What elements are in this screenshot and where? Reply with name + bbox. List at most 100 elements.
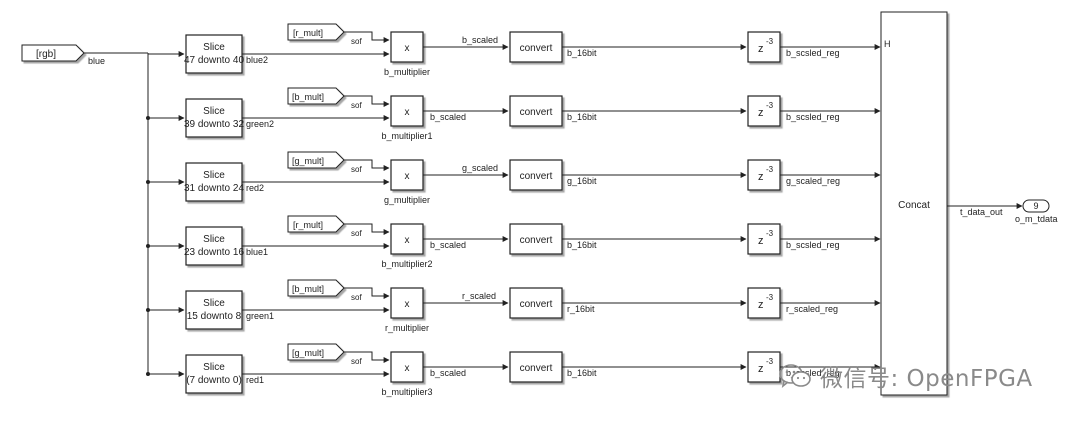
slice-output-label: red2 [246,183,264,193]
slice-block[interactable]: Slice (7 downto 0) [185,354,243,394]
slice-output-label: green2 [246,119,274,129]
delay-exponent: -3 [766,357,774,366]
goto-tag-block[interactable]: [b_mult] [287,279,345,297]
convert-block[interactable]: convert [509,223,563,255]
delay-output-label: b_scsled_reg [786,368,840,378]
delay-base: z [758,363,764,375]
goto-tag-block[interactable]: [r_mult] [287,215,345,233]
delay-output-label: b_scsled_reg [786,112,840,122]
delay-output-label: r_scaled_reg [786,304,838,314]
slice-range: 23 downto 16 [184,247,244,258]
delay-block[interactable]: z-3 [747,351,781,383]
row-6: Slice (7 downto 0) red1 [g_mult]sof x b_multi… [146,343,881,397]
output-signal-label: t_data_out [960,207,1003,217]
slice-output-label: red1 [246,375,264,385]
goto-wire [344,223,390,235]
slice-block[interactable]: Slice 47 downto 40 [184,34,244,74]
multiplier-name: b_multiplier1 [381,131,432,141]
multiplier-name: g_multiplier [384,195,430,205]
convert-block[interactable]: convert [509,159,563,191]
multiplier-name: b_multiplier2 [381,259,432,269]
goto-tag-block[interactable]: [g_mult] [287,343,345,361]
multiplier-output-label: b_scaled [430,240,466,250]
goto-tag-label: [r_mult] [293,28,323,38]
delay-exponent: -3 [766,293,774,302]
goto-tag-label: [g_mult] [292,348,324,358]
convert-output-label: b_16bit [567,368,597,378]
delay-exponent: -3 [766,165,774,174]
convert-label: convert [520,43,553,54]
delay-block[interactable]: z-3 [747,287,781,319]
slice-range: (7 downto 0) [186,375,242,386]
slice-title: Slice [203,362,225,373]
goto-tag-block[interactable]: [g_mult] [287,151,345,169]
slice-title: Slice [203,42,225,53]
slice-output-label: blue2 [246,55,268,65]
goto-tag-block[interactable]: [b_mult] [287,87,345,105]
multiplier-symbol: x [405,235,410,246]
slice-output-label: green1 [246,311,274,321]
delay-output-label: b_scsled_reg [786,48,840,58]
convert-block[interactable]: convert [509,351,563,383]
goto-wire [344,351,390,363]
rgb-from-block[interactable]: [rgb] [21,44,85,62]
goto-tag-label: [b_mult] [292,92,324,102]
convert-output-label: b_16bit [567,112,597,122]
slice-title: Slice [203,170,225,181]
delay-exponent: -3 [766,37,774,46]
output-port-block[interactable]: 9 [1022,199,1050,213]
rgb-from-label: [rgb] [36,49,56,60]
slice-range: 47 downto 40 [184,55,244,66]
delay-base: z [758,235,764,247]
multiplier-block[interactable]: x [390,351,424,383]
convert-block[interactable]: convert [509,287,563,319]
delay-base: z [758,43,764,55]
multiplier-name: b_multiplier [384,67,430,77]
delay-block[interactable]: z-3 [747,31,781,63]
convert-label: convert [520,363,553,374]
delay-block[interactable]: z-3 [747,159,781,191]
multiplier-block[interactable]: x [390,223,424,255]
multiplier-block[interactable]: x [390,95,424,127]
goto-tag-label: [g_mult] [292,156,324,166]
delay-output-label: g_scaled_reg [786,176,840,186]
convert-label: convert [520,235,553,246]
goto-wire [344,159,390,171]
convert-block[interactable]: convert [509,31,563,63]
convert-label: convert [520,171,553,182]
concat-label: Concat [898,200,930,211]
convert-block[interactable]: convert [509,95,563,127]
convert-output-label: b_16bit [567,240,597,250]
delay-output-label: b_scsled_reg [786,240,840,250]
delay-block[interactable]: z-3 [747,223,781,255]
goto-tag-label: [b_mult] [292,284,324,294]
convert-label: convert [520,299,553,310]
multiplier-name: r_multiplier [385,323,429,333]
multiplier-block[interactable]: x [390,287,424,319]
delay-base: z [758,299,764,311]
multiplier-name: b_multiplier3 [381,387,432,397]
concat-block[interactable]: Concat H [880,11,948,396]
convert-output-label: b_16bit [567,48,597,58]
multiplier-block[interactable]: x [390,31,424,63]
slice-block[interactable]: Slice 31 downto 24 [184,162,244,202]
goto-tag-label: [r_mult] [293,220,323,230]
multiplier-symbol: x [405,43,410,54]
slice-range: 31 downto 24 [184,183,244,194]
goto-tag-block[interactable]: [r_mult] [287,23,345,41]
slice-title: Slice [203,298,225,309]
wechat-logo-icon [779,364,811,388]
delay-block[interactable]: z-3 [747,95,781,127]
goto-signal-label: sof [351,357,362,366]
multiplier-block[interactable]: x [390,159,424,191]
delay-base: z [758,171,764,183]
